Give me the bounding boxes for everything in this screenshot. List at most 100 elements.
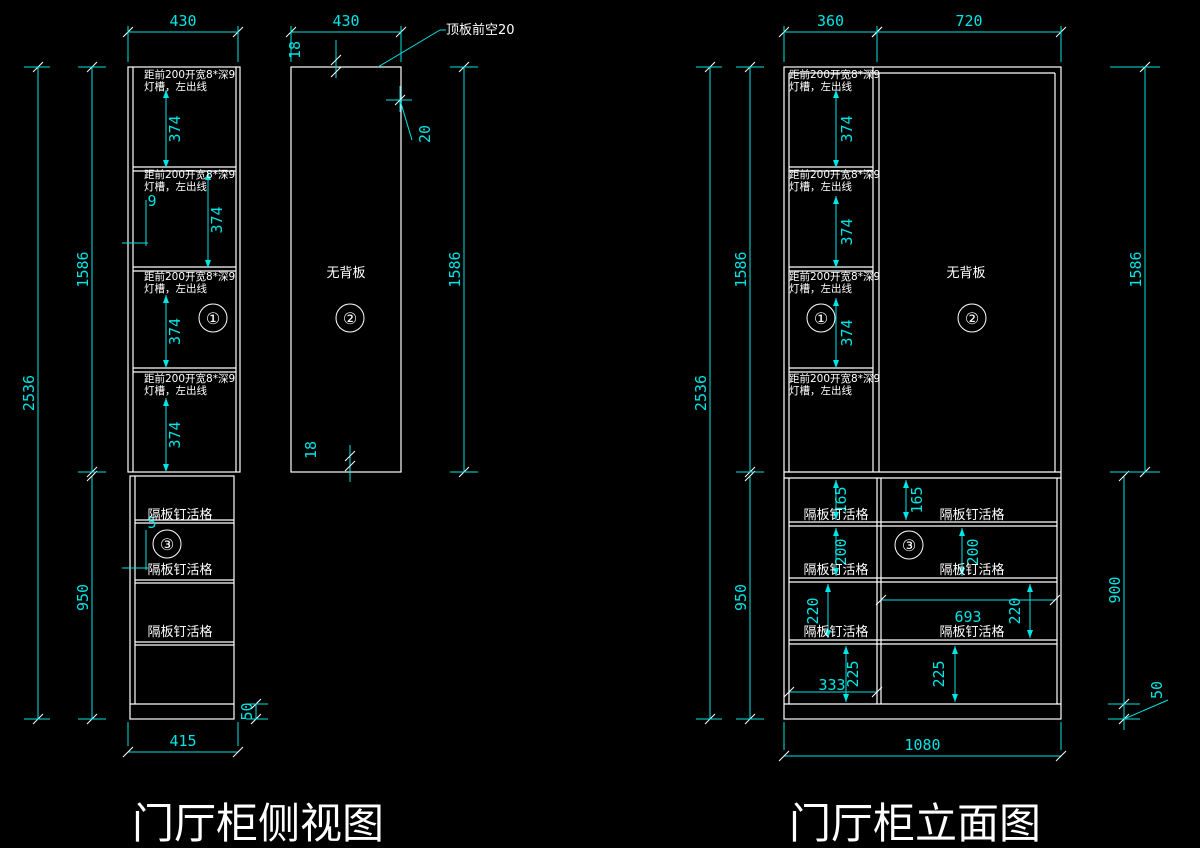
panel-top-callout: 顶板前空20 bbox=[446, 22, 515, 38]
dimension-arrow bbox=[833, 360, 839, 368]
front-note-1-line2: 灯槽，左出线 bbox=[789, 80, 852, 93]
dimension-arrow bbox=[163, 160, 169, 168]
side-shelf-label-2: 隔板钉活格 bbox=[147, 562, 212, 578]
dimension-tick bbox=[1118, 470, 1130, 482]
panel-outline bbox=[290, 66, 402, 473]
front-gap-165-left: 165 bbox=[832, 486, 850, 513]
dimension-arrow bbox=[163, 398, 169, 406]
dimension-tick bbox=[1049, 594, 1061, 606]
dimension-tick bbox=[86, 470, 98, 482]
mark-circle bbox=[198, 303, 228, 333]
front-lower-height-dim: 950 bbox=[732, 584, 750, 611]
side-note-1-line2: 灯槽，左出线 bbox=[144, 80, 207, 93]
cabinet-line bbox=[1123, 699, 1169, 720]
panel-mark-2: ② bbox=[343, 309, 357, 328]
front-note-2-line1: 距前200开宽8*深9 bbox=[789, 168, 880, 181]
front-note-4-line2: 灯槽，左出线 bbox=[789, 384, 852, 397]
front-gap-225-left: 225 bbox=[844, 660, 862, 687]
side-note-3-line2: 灯槽，左出线 bbox=[144, 282, 207, 295]
front-shelf-label-l2: 隔板钉活格 bbox=[803, 562, 868, 578]
front-right-upper-height-dim: 1586 bbox=[1127, 251, 1145, 287]
front-gap-165-right: 165 bbox=[908, 486, 926, 513]
front-gap-200-right: 200 bbox=[964, 538, 982, 565]
dimension-arrow bbox=[163, 360, 169, 368]
mark-circle bbox=[152, 529, 182, 559]
side-bottom-width-dim: 415 bbox=[169, 732, 196, 750]
dimension-arrow bbox=[833, 568, 839, 576]
front-plinth-dim: 50 bbox=[1148, 681, 1166, 699]
side-shelf-spacing-1: 374 bbox=[166, 115, 184, 142]
dimension-tick bbox=[875, 594, 887, 606]
side-small-9: 9 bbox=[147, 192, 156, 210]
dimension-arrow bbox=[825, 584, 831, 592]
dimension-arrow bbox=[843, 646, 849, 654]
mark-circle bbox=[335, 303, 365, 333]
front-spacing-3: 374 bbox=[838, 319, 856, 346]
side-shelf-spacing-4: 374 bbox=[166, 421, 184, 448]
front-left-width-dim: 360 bbox=[817, 12, 844, 30]
front-note-4-line1: 距前200开宽8*深9 bbox=[789, 372, 880, 385]
dimension-arrow bbox=[163, 90, 169, 98]
front-upper-height-dim: 1586 bbox=[732, 251, 750, 287]
front-cabinet-outline bbox=[783, 66, 1062, 720]
side-note-2-line1: 距前200开宽8*深9 bbox=[144, 168, 235, 181]
dimension-arrow bbox=[843, 694, 849, 702]
front-spacing-2: 374 bbox=[838, 218, 856, 245]
front-gap-220-right: 220 bbox=[1006, 597, 1024, 624]
dimension-arrow bbox=[1027, 584, 1033, 592]
dimension-arrow bbox=[952, 694, 958, 702]
panel-width-dim: 430 bbox=[332, 12, 359, 30]
side-mark-3: ③ bbox=[160, 535, 174, 554]
side-lower-height-dim: 950 bbox=[74, 584, 92, 611]
front-total-width-dim: 1080 bbox=[904, 736, 940, 754]
dimension-arrow bbox=[833, 528, 839, 536]
front-note-2-line2: 灯槽，左出线 bbox=[789, 180, 852, 193]
side-lower-cabinet bbox=[129, 475, 235, 720]
mark-circle bbox=[957, 303, 987, 333]
front-shelf-label-r1: 隔板钉活格 bbox=[939, 507, 1004, 523]
front-view-title: 门厅柜立面图 bbox=[789, 799, 1041, 848]
dimension-tick bbox=[344, 460, 356, 472]
dimension-arrow bbox=[833, 260, 839, 268]
side-top-width-dim: 430 bbox=[169, 12, 196, 30]
dimension-tick bbox=[330, 66, 342, 78]
dimension-tick bbox=[871, 686, 883, 698]
dimension-tick bbox=[232, 746, 244, 758]
panel-no-back-label: 无背板 bbox=[326, 266, 365, 281]
dimension-arrow bbox=[833, 196, 839, 204]
panel-bottom-thickness: 18 bbox=[302, 441, 320, 459]
dimension-arrow bbox=[1027, 630, 1033, 638]
panel-setback-dim: 20 bbox=[416, 125, 434, 143]
dimension-tick bbox=[1055, 750, 1067, 762]
dimension-arrow bbox=[833, 512, 839, 520]
side-small-5: 5 bbox=[147, 514, 156, 532]
side-view-title: 门厅柜侧视图 bbox=[132, 799, 384, 848]
front-right-width-dim: 720 bbox=[955, 12, 982, 30]
mark-circle bbox=[806, 303, 836, 333]
cabinet-line bbox=[399, 99, 413, 141]
dimension-tick bbox=[783, 686, 795, 698]
side-total-height-dim: 2536 bbox=[20, 375, 38, 411]
front-shelf-label-l1: 隔板钉活格 bbox=[803, 507, 868, 523]
dimension-arrow bbox=[903, 512, 909, 520]
side-shelf-label-1: 隔板钉活格 bbox=[147, 507, 212, 523]
side-shelf-label-3: 隔板钉活格 bbox=[147, 624, 212, 640]
dimension-arrow bbox=[833, 160, 839, 168]
dimension-tick bbox=[344, 450, 356, 462]
front-shelf-label-r2: 隔板钉活格 bbox=[939, 562, 1004, 578]
dimension-arrow bbox=[833, 480, 839, 488]
front-bottom-left-width-dim: 333 bbox=[818, 676, 845, 694]
dimension-tick bbox=[744, 470, 756, 482]
front-mark-1: ① bbox=[814, 309, 828, 328]
side-note-4-line1: 距前200开宽8*深9 bbox=[144, 372, 235, 385]
dimension-arrow bbox=[833, 90, 839, 98]
dimension-arrow bbox=[903, 480, 909, 488]
front-shelf-label-l3: 隔板钉活格 bbox=[803, 624, 868, 640]
side-shelf-spacing-3: 374 bbox=[166, 318, 184, 345]
dimension-tick bbox=[778, 750, 790, 762]
side-upper-height-dim: 1586 bbox=[74, 251, 92, 287]
front-note-3-line2: 灯槽，左出线 bbox=[789, 282, 852, 295]
side-plinth-dim: 50 bbox=[238, 702, 256, 720]
panel-height-dim: 1586 bbox=[446, 251, 464, 287]
